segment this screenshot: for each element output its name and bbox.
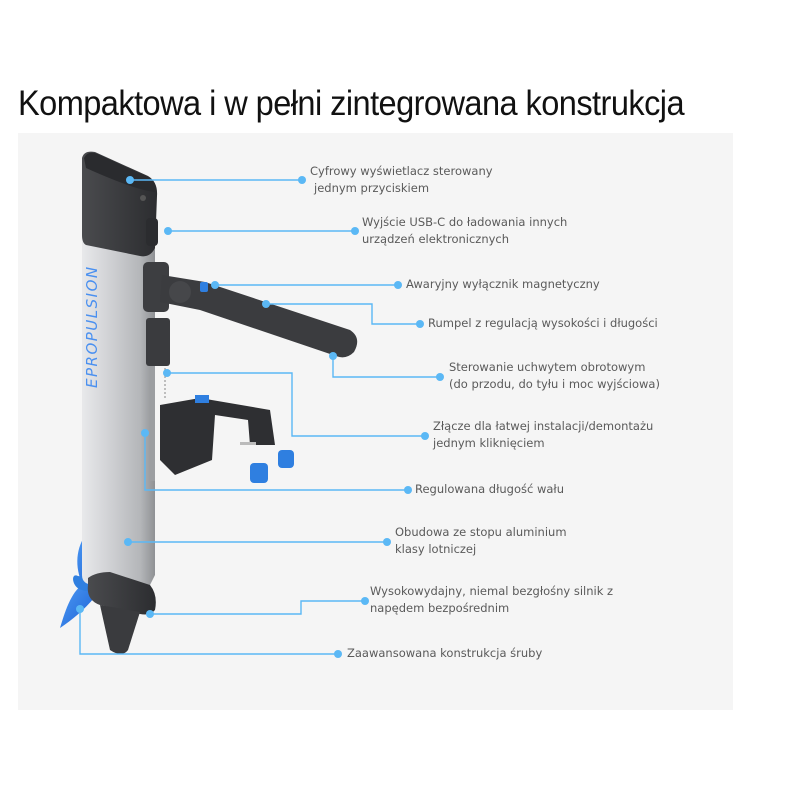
callout-tiller: Rumpel z regulacją wysokości i długości [428, 316, 658, 330]
dot-usb [164, 227, 172, 235]
dot-propeller [76, 605, 84, 613]
callout-throttle: Sterowanie uchwytem obrotowym (do przodu… [449, 360, 660, 391]
motor-pod [87, 572, 156, 654]
mounting-clamp [160, 395, 294, 483]
dot-kill-switch [211, 281, 219, 289]
callout-dots [76, 176, 444, 658]
display-head [82, 151, 158, 257]
tiller-arm [160, 275, 358, 358]
callout-display: Cyfrowy wyświetlacz sterowany jednym prz… [310, 164, 493, 195]
callout-shaft: Regulowana długość wału [415, 482, 564, 496]
motor-shaft-body: EPROPULSION [82, 215, 155, 585]
dot-motor [146, 610, 154, 618]
dot-connector [163, 369, 171, 377]
dot-housing [124, 538, 132, 546]
brand-mark: EPROPULSION [83, 265, 101, 388]
callout-housing: Obudowa ze stopu aluminium klasy lotnicz… [395, 525, 567, 556]
callout-motor: Wysokowydajny, niemal bezgłośny silnik z… [370, 584, 614, 615]
dot-shaft [141, 429, 149, 437]
dot-tiller [262, 300, 270, 308]
page-title: Kompaktowa i w pełni zintegrowana konstr… [18, 84, 685, 123]
callout-usb: Wyjście USB-C do ładowania innych urządz… [362, 215, 568, 246]
callout-lines [79, 179, 440, 655]
callout-connector: Złącze dla łatwej instalacji/demontażu j… [433, 419, 654, 450]
callout-kill-switch: Awaryjny wyłącznik magnetyczny [406, 277, 600, 291]
dot-throttle [329, 352, 337, 360]
callout-propeller: Zaawansowana konstrukcja śruby [347, 646, 543, 660]
dot-display [126, 176, 134, 184]
